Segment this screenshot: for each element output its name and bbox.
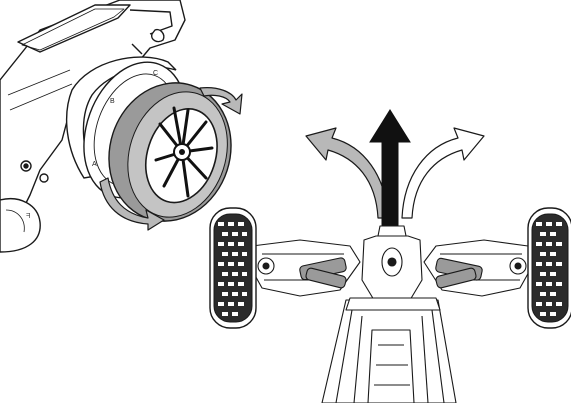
svg-text:ᖷ: ᖷ xyxy=(26,212,30,220)
transmitter-grip xyxy=(0,198,41,253)
steering-wheel xyxy=(108,82,232,222)
forward-arrow-icon xyxy=(369,109,411,227)
transmitter: ᖷ xyxy=(0,0,186,253)
left-tire xyxy=(209,207,257,329)
wheel-mark-b: B xyxy=(110,98,115,105)
steer-right-arrow-icon xyxy=(401,127,485,219)
transmitter-display xyxy=(17,4,131,53)
car-chassis xyxy=(251,225,531,403)
wheel-mark-c: C xyxy=(153,70,158,77)
right-tire xyxy=(527,207,571,329)
wheel-mark-a: A xyxy=(92,161,97,168)
rotate-arrows-icon xyxy=(99,87,243,231)
